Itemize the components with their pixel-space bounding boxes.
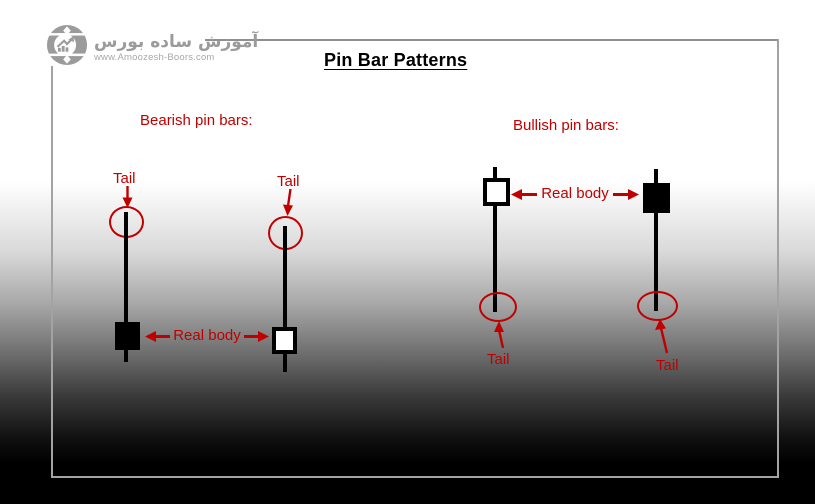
candle-wick bbox=[654, 212, 658, 311]
arrow-right-icon bbox=[243, 330, 269, 342]
bearish-hollow-candle-body bbox=[272, 327, 297, 354]
real-body-callout: Real body bbox=[145, 328, 269, 344]
tail-label: Tail bbox=[277, 173, 300, 190]
real-body-label: Real body bbox=[541, 185, 609, 202]
candle-upper-wick bbox=[654, 169, 658, 183]
tail-highlight-circle bbox=[637, 291, 678, 321]
frame-border-right bbox=[777, 39, 779, 478]
page-title: Pin Bar Patterns bbox=[324, 50, 468, 70]
bullish-filled-candle-body bbox=[643, 183, 670, 213]
tail-label: Tail bbox=[487, 351, 510, 368]
frame-border-left bbox=[51, 66, 53, 476]
tail-arrow-up-icon bbox=[655, 319, 669, 354]
candle-wick bbox=[124, 212, 128, 362]
tail-label: Tail bbox=[656, 357, 679, 374]
arrow-left-icon bbox=[145, 330, 170, 342]
candle-upper-wick bbox=[493, 167, 497, 179]
real-body-label: Real body bbox=[173, 327, 241, 344]
tail-label: Tail bbox=[113, 170, 136, 187]
site-logo: آموزش ساده بورس www.Amoozesh-Boors.com bbox=[46, 24, 258, 71]
candle-wick bbox=[493, 204, 497, 312]
real-body-callout: Real body bbox=[511, 186, 639, 202]
bearish-section-label: Bearish pin bars: bbox=[140, 112, 253, 129]
arrow-right-icon bbox=[612, 188, 639, 200]
globe-chart-icon bbox=[46, 24, 88, 71]
candle-wick bbox=[283, 226, 287, 372]
tail-arrow-down-icon bbox=[122, 186, 133, 208]
arrow-left-icon bbox=[511, 188, 537, 200]
frame-border-top bbox=[205, 39, 779, 41]
brand-name: آموزش ساده بورس bbox=[94, 31, 259, 52]
tail-arrow-up-icon bbox=[494, 321, 505, 349]
bullish-hollow-candle-body bbox=[483, 178, 510, 206]
brand-website: www.Amoozesh-Boors.com bbox=[94, 51, 215, 63]
tail-arrow-down-icon bbox=[283, 188, 293, 216]
tail-highlight-circle bbox=[479, 292, 517, 322]
bearish-filled-candle-body bbox=[115, 322, 140, 350]
frame-border-bottom bbox=[51, 476, 779, 478]
bullish-section-label: Bullish pin bars: bbox=[513, 117, 619, 134]
